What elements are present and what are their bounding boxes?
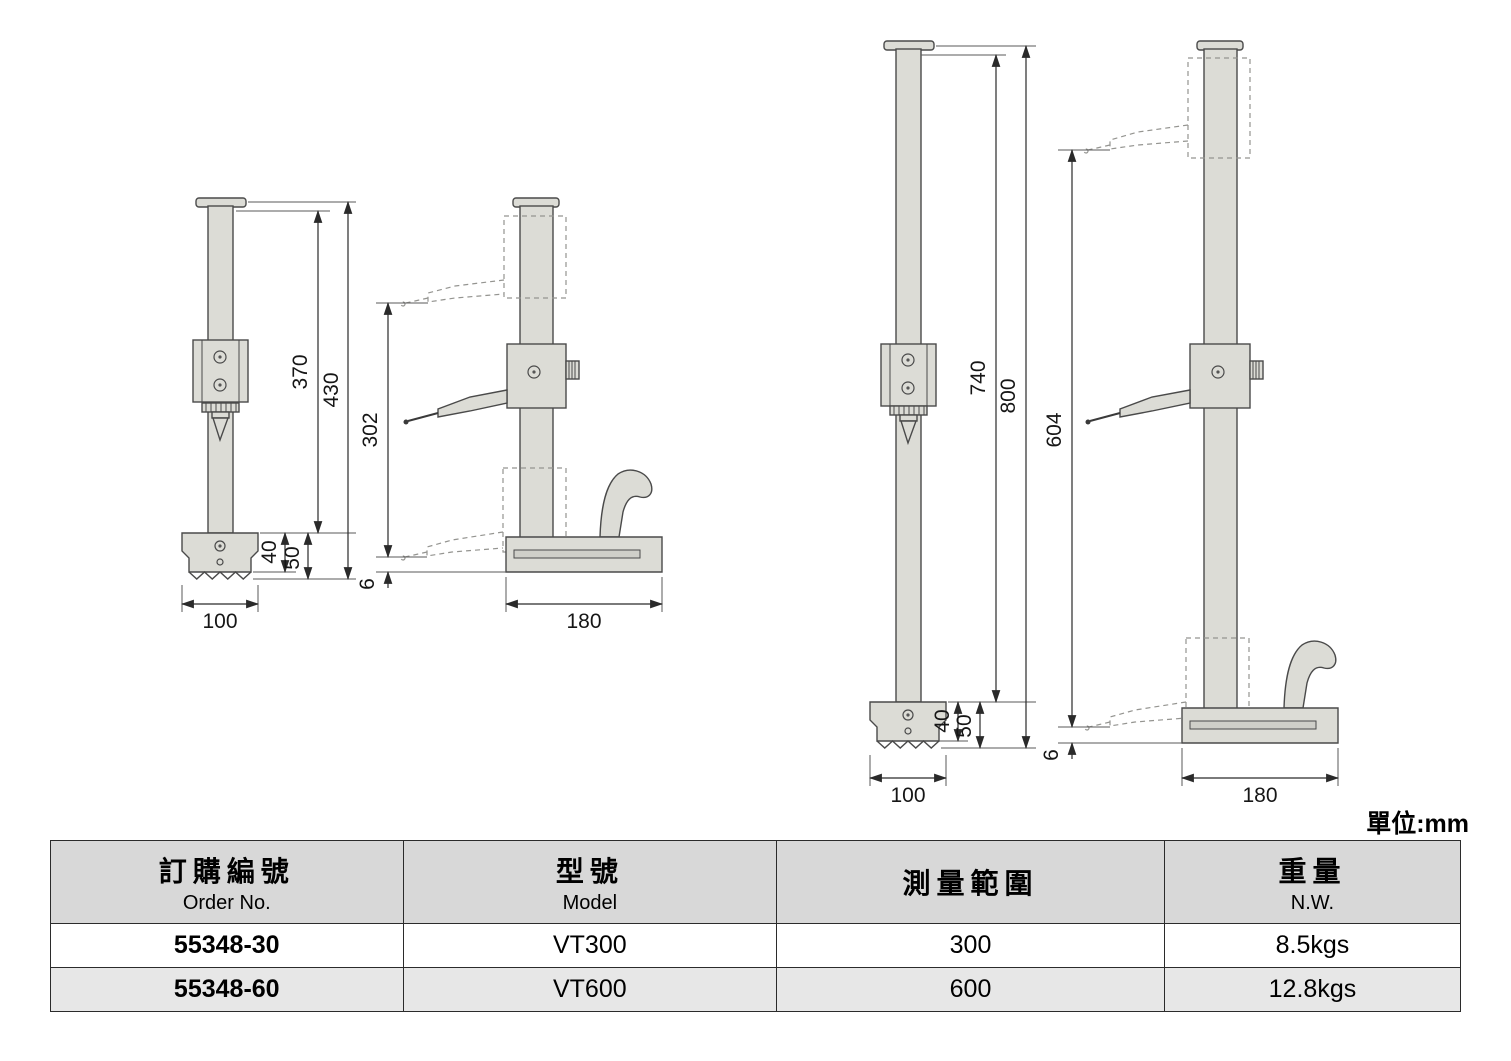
technical-drawings: 370 430 40 50 100 (180, 40, 1340, 807)
dim-430-label: 430 (320, 372, 343, 407)
base (181, 532, 259, 573)
base-handle (599, 469, 653, 538)
dim-180-label: 180 (566, 610, 601, 633)
slider-lower-position-phantom (1084, 637, 1250, 731)
cell-range: 300 (776, 923, 1165, 968)
unit-label: 單位:mm (1366, 810, 1469, 838)
slider-with-probe (403, 343, 580, 425)
header-range-zh: 測量範圍 (902, 868, 1039, 899)
small-side-view: 302 6 180 (356, 197, 664, 633)
slider-with-probe (1085, 343, 1264, 425)
cell-order-no: 55348-60 (50, 967, 404, 1012)
table-header-row: 訂購編號 Order No. 型號 Model 測量範圍 重量 N.W. (50, 840, 1462, 924)
header-weight-en: N.W. (1290, 891, 1335, 914)
base-handle (1283, 640, 1337, 709)
dim-6-label: 6 (356, 578, 379, 590)
small-front-view: 370 430 40 50 100 (180, 197, 356, 633)
spec-table: 訂購編號 Order No. 型號 Model 測量範圍 重量 N.W. 553… (50, 840, 1462, 1012)
dim-100-label: 100 (890, 784, 925, 807)
table-row: 55348-60 VT600 600 12.8kgs (50, 967, 1462, 1012)
header-order-no-zh: 訂購編號 (158, 855, 295, 887)
cell-range: 600 (776, 967, 1165, 1012)
header-model-en: Model (562, 891, 618, 914)
slider-upper-position-phantom (1083, 57, 1251, 159)
dim-40-label: 40 (258, 540, 281, 563)
slider-lower-position-phantom (400, 467, 567, 561)
dim-50-label: 50 (953, 714, 976, 737)
header-model-zh: 型號 (555, 855, 624, 887)
header-model: 型號 Model (402, 840, 778, 924)
cell-weight: 8.5kgs (1163, 923, 1462, 968)
header-range: 測量範圍 (776, 840, 1165, 924)
header-weight: 重量 N.W. (1163, 840, 1462, 924)
dim-180-label: 180 (1242, 784, 1277, 807)
header-order-no: 訂購編號 Order No. (50, 840, 404, 924)
dim-6-label: 6 (1040, 749, 1063, 761)
dim-604-label: 604 (1043, 412, 1066, 447)
scriber-point (900, 420, 917, 446)
dim-302-label: 302 (359, 412, 382, 447)
dim-100-label: 100 (202, 610, 237, 633)
slider (192, 339, 249, 403)
large-front-view: 740 800 40 50 100 (868, 40, 1036, 807)
slider (880, 343, 937, 407)
dim-370-label: 370 (289, 354, 312, 389)
cell-model: VT300 (402, 923, 778, 968)
cell-order-no: 55348-30 (50, 923, 404, 968)
dim-740-label: 740 (967, 360, 990, 395)
dim-50-label: 50 (281, 546, 304, 569)
slider-upper-position-phantom (400, 215, 567, 307)
large-side-view: 604 6 180 (1040, 40, 1340, 807)
cell-model: VT600 (402, 967, 778, 1012)
cell-weight: 12.8kgs (1163, 967, 1462, 1012)
header-order-no-en: Order No. (182, 891, 271, 914)
header-weight-zh: 重量 (1278, 855, 1347, 887)
dim-40-label: 40 (931, 709, 954, 732)
scriber-point (212, 417, 229, 443)
dim-800-label: 800 (997, 378, 1020, 413)
table-row: 55348-30 VT300 300 8.5kgs (50, 923, 1462, 968)
